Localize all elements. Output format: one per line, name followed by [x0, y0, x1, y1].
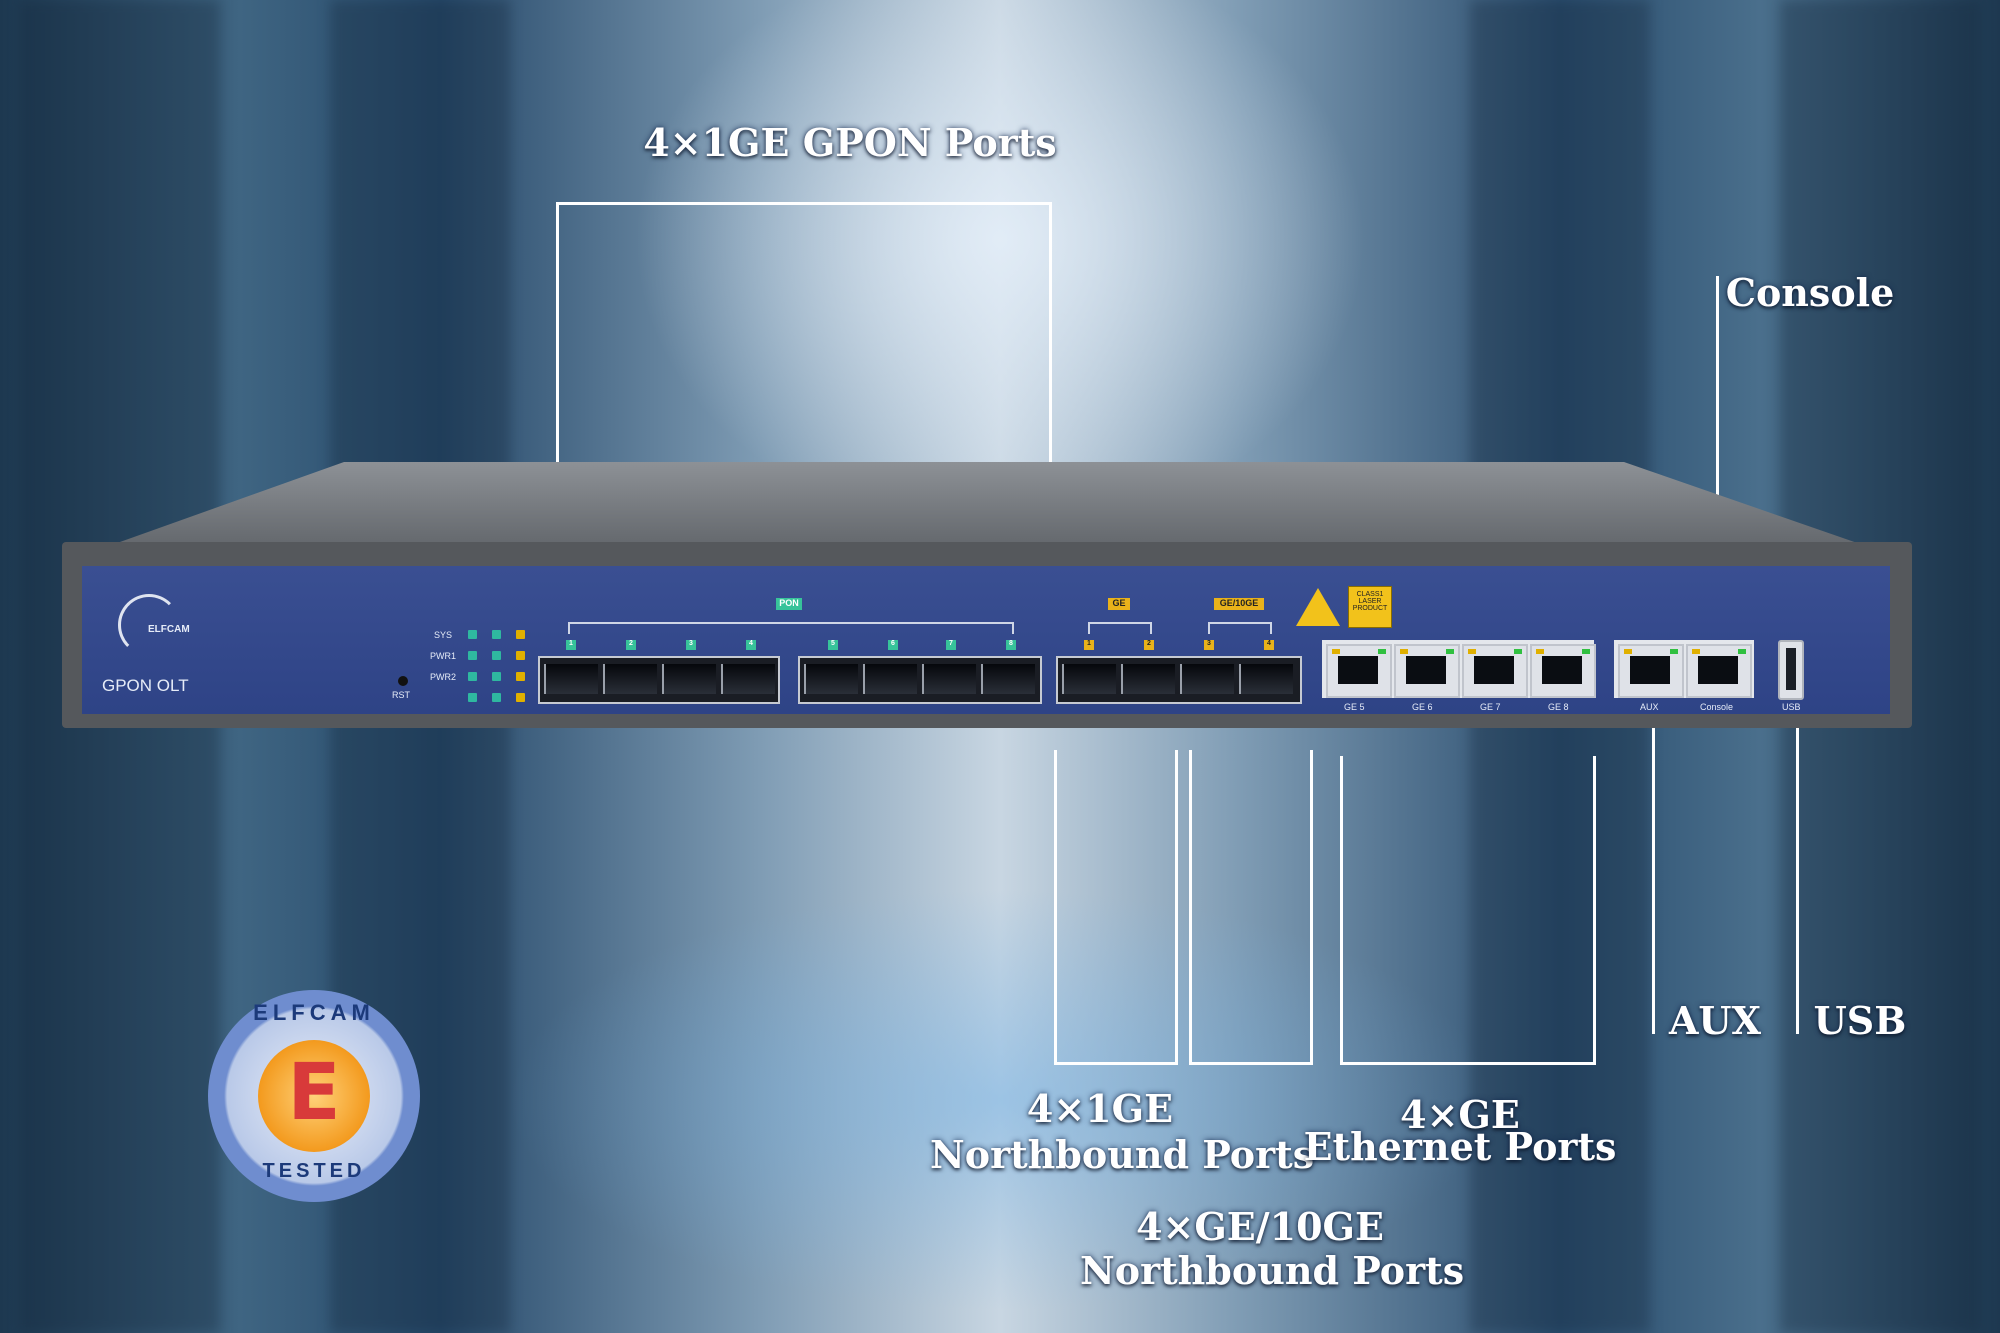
- ge10-bracket-line: [1208, 622, 1272, 634]
- label-ethernet-title: Ethernet Ports: [1303, 1124, 1617, 1169]
- status-led: [468, 693, 477, 702]
- status-led: [492, 651, 501, 660]
- badge-letter: E: [287, 1048, 341, 1138]
- rj45-port-ge5[interactable]: [1326, 644, 1392, 698]
- status-led: [468, 651, 477, 660]
- label-usb: USB: [1813, 998, 1907, 1043]
- elfcam-logo-icon: [118, 594, 180, 656]
- rj45-label-ge8: GE 8: [1548, 702, 1569, 712]
- led-label-pwr2: PWR2: [430, 672, 457, 682]
- pon-port-number: 7: [946, 640, 956, 650]
- led-label-pwr1: PWR1: [430, 651, 457, 661]
- status-led: [492, 693, 501, 702]
- bracket-ethernet: [1340, 756, 1596, 1065]
- rj45-label-ge7: GE 7: [1480, 702, 1501, 712]
- ge-bracket-line: [1088, 622, 1152, 634]
- label-console: Console: [1725, 270, 1895, 315]
- aux-port[interactable]: [1618, 644, 1684, 698]
- pon-tag: PON: [776, 598, 802, 610]
- line-console: [1716, 276, 1719, 656]
- led-label-sys: SYS: [434, 630, 453, 640]
- uplink-port-number: 3: [1204, 640, 1214, 650]
- rj45-port-ge7[interactable]: [1462, 644, 1528, 698]
- label-northbound-1ge-title: Northbound Ports: [930, 1132, 1315, 1177]
- status-led: [516, 630, 525, 639]
- model-name: GPON OLT: [102, 676, 189, 695]
- status-led: [516, 693, 525, 702]
- bracket-northbound-1ge: [1054, 750, 1178, 1065]
- sfp-port[interactable]: [863, 664, 917, 694]
- status-led: [468, 672, 477, 681]
- laser-warning-label: CLASS1 LASER PRODUCT: [1348, 586, 1392, 628]
- label-northbound-10ge-title: Northbound Ports: [1080, 1248, 1465, 1293]
- sfp-port[interactable]: [1180, 664, 1234, 694]
- pon-port-number: 4: [746, 640, 756, 650]
- uplink-port-number: 2: [1144, 640, 1154, 650]
- uplink-port-number: 4: [1264, 640, 1274, 650]
- pon-port-number: 8: [1006, 640, 1016, 650]
- label-northbound-10ge-count: 4×GE/10GE: [1136, 1204, 1384, 1249]
- pon-port-number: 2: [626, 640, 636, 650]
- sfp-port[interactable]: [721, 664, 775, 694]
- sfp-port[interactable]: [981, 664, 1035, 694]
- usb-port[interactable]: [1778, 640, 1804, 700]
- rj45-port-ge6[interactable]: [1394, 644, 1460, 698]
- uplink-port-number: 1: [1084, 640, 1094, 650]
- console-port[interactable]: [1686, 644, 1752, 698]
- badge-bottom-text: TESTED: [262, 1160, 366, 1182]
- status-led: [516, 672, 525, 681]
- rj45-label-ge5: GE 5: [1344, 702, 1365, 712]
- pon-port-number: 1: [566, 640, 576, 650]
- ge10-tag: GE/10GE: [1214, 598, 1264, 610]
- line-aux: [1652, 692, 1655, 1034]
- status-led: [492, 672, 501, 681]
- console-port-label: Console: [1700, 702, 1734, 712]
- status-led: [516, 651, 525, 660]
- usb-port-label: USB: [1782, 702, 1801, 712]
- pon-port-number: 5: [828, 640, 838, 650]
- badge-e-emblem: [258, 1040, 370, 1152]
- bracket-gpon: [556, 202, 1052, 601]
- rj45-label-ge6: GE 6: [1412, 702, 1433, 712]
- sfp-port[interactable]: [922, 664, 976, 694]
- aux-port-label: AUX: [1640, 702, 1659, 712]
- laser-warning-icon: [1296, 588, 1340, 626]
- pon-port-number: 3: [686, 640, 696, 650]
- ge-tag: GE: [1108, 598, 1130, 610]
- status-led: [492, 630, 501, 639]
- sfp-port[interactable]: [603, 664, 657, 694]
- sfp-port[interactable]: [1121, 664, 1175, 694]
- line-usb: [1796, 700, 1799, 1034]
- sfp-port[interactable]: [804, 664, 858, 694]
- reset-button[interactable]: [398, 676, 408, 686]
- sfp-port[interactable]: [662, 664, 716, 694]
- brand-logo-text: ELFCAM: [148, 624, 190, 635]
- reset-label: RST: [392, 690, 410, 700]
- sfp-port[interactable]: [1239, 664, 1293, 694]
- pon-bracket-line: [568, 622, 1014, 634]
- sfp-port[interactable]: [1062, 664, 1116, 694]
- rj45-port-ge8[interactable]: [1530, 644, 1596, 698]
- badge-top-text: ELFCAM: [253, 1000, 375, 1025]
- pon-port-number: 6: [888, 640, 898, 650]
- sfp-port[interactable]: [544, 664, 598, 694]
- label-ethernet-count: 4×GE: [1400, 1092, 1520, 1137]
- label-aux: AUX: [1668, 998, 1762, 1043]
- status-led: [468, 630, 477, 639]
- bracket-northbound-10ge: [1189, 750, 1313, 1065]
- label-gpon-ports: 4×1GE GPON Ports: [643, 120, 1057, 165]
- label-northbound-1ge-count: 4×1GE: [1026, 1086, 1174, 1131]
